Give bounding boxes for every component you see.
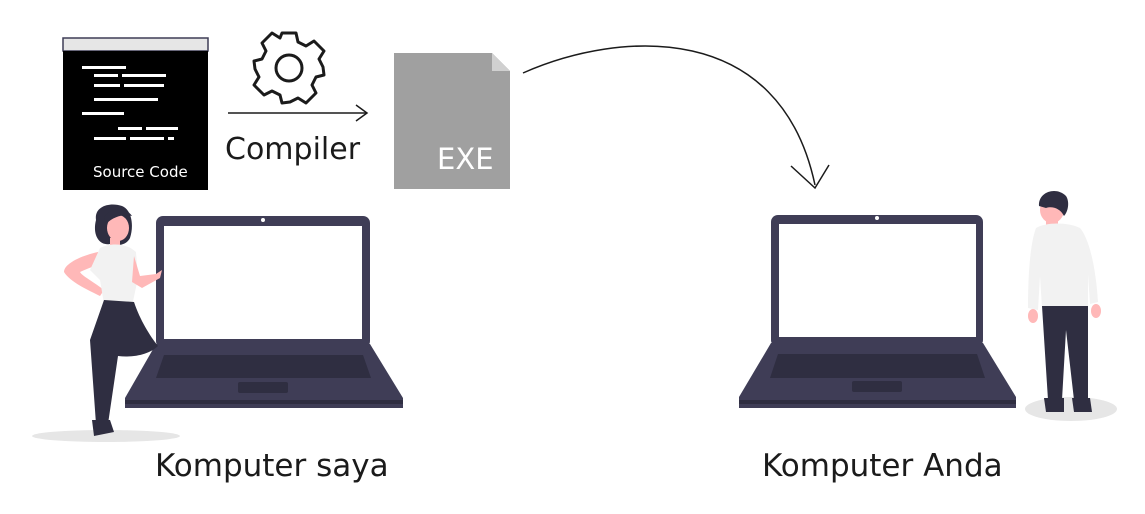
ground-shadow [1025, 397, 1117, 421]
compiler-label: Compiler [225, 132, 361, 167]
transfer-arrow [522, 45, 830, 190]
laptop-keyboard [156, 355, 371, 378]
my-computer-laptop [125, 216, 403, 408]
laptop-touchpad [852, 381, 902, 392]
your-computer-laptop [739, 215, 1016, 408]
gear-icon [252, 31, 326, 105]
code-lines [82, 66, 178, 140]
webcam-dot [875, 216, 879, 220]
source-code-label: Source Code [93, 163, 188, 181]
source-code-titlebar [62, 37, 209, 52]
laptop-keyboard [770, 354, 985, 378]
woman-figure [32, 204, 180, 442]
laptop-touchpad [238, 382, 288, 393]
man-figure [1025, 191, 1117, 421]
exe-label: EXE [437, 142, 494, 176]
exe-file-icon: EXE [394, 53, 510, 189]
your-computer-label: Komputer Anda [762, 448, 1003, 484]
source-code-window: Source Code [62, 37, 209, 190]
my-computer-label: Komputer saya [155, 448, 389, 484]
webcam-dot [261, 218, 265, 222]
laptop-screen [164, 226, 362, 339]
compile-arrow [228, 104, 369, 122]
laptop-screen [779, 224, 976, 337]
ground-shadow [32, 430, 180, 442]
